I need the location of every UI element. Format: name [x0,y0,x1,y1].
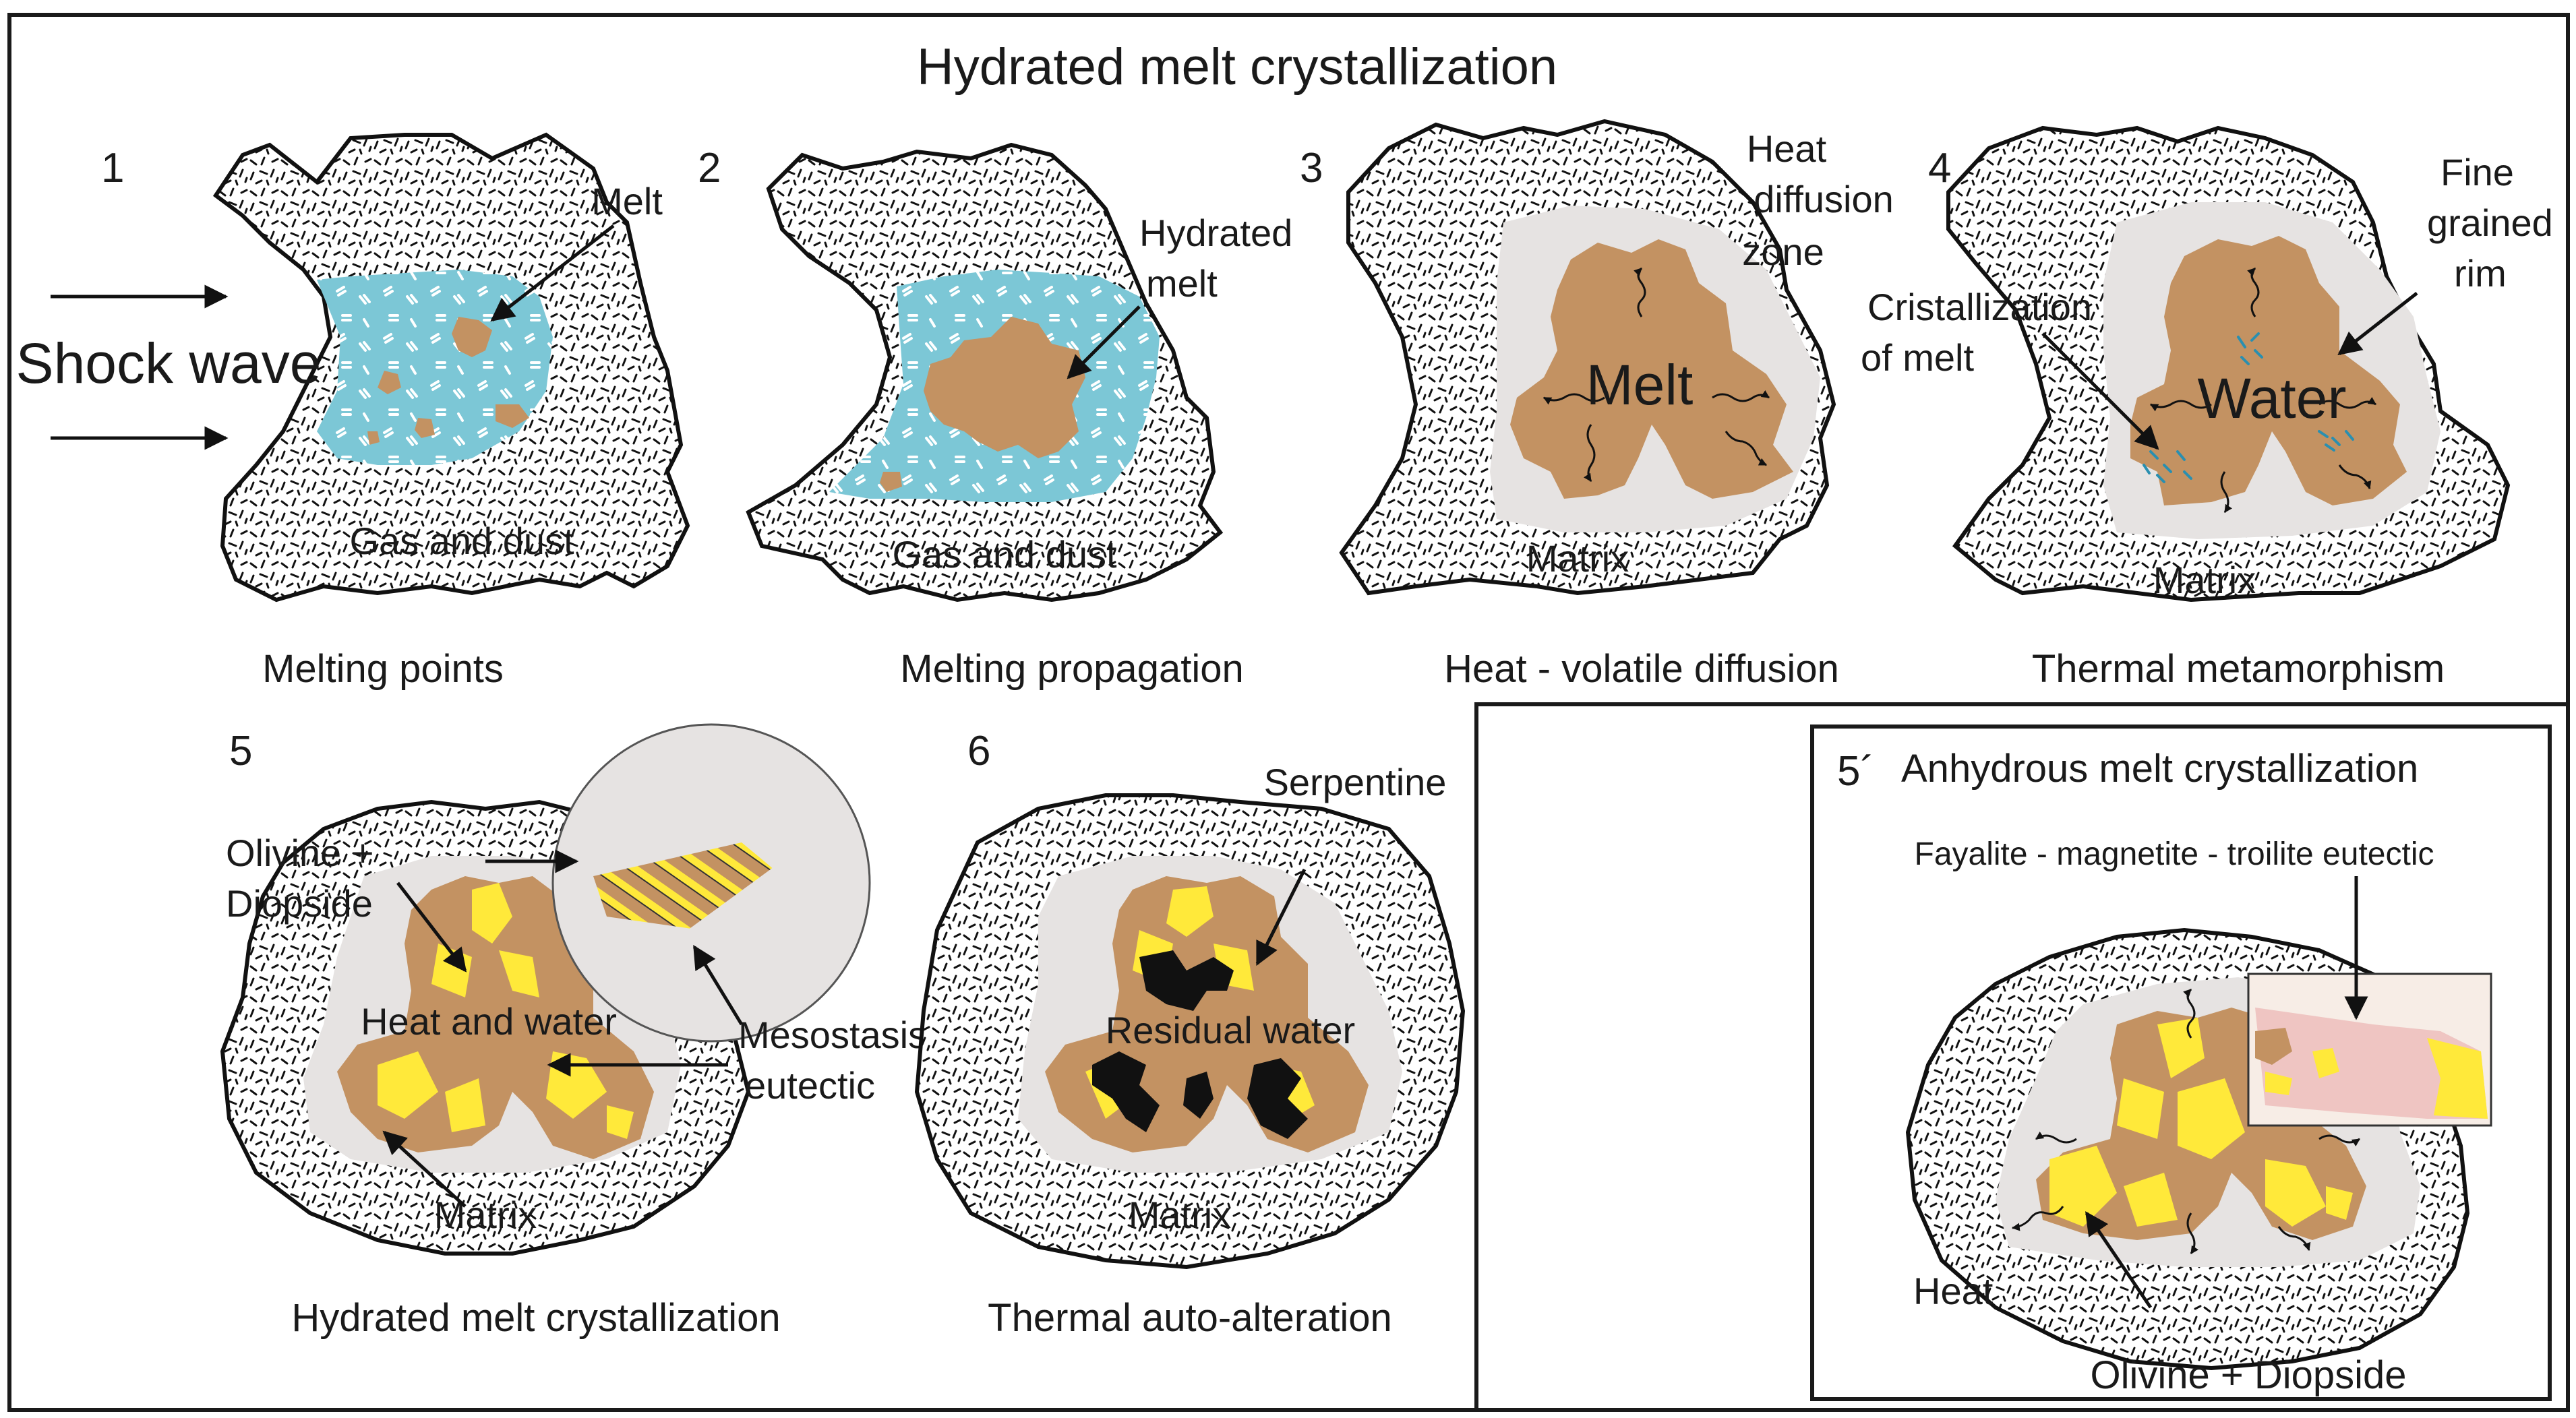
panel-4-rim-arrow [2337,292,2418,356]
panel-6-number: 6 [967,728,990,774]
panel-1-gas-dust: Gas and dust [349,520,574,562]
panel-5-matrix-label: Matrix [434,1194,537,1236]
panel-4-diffusion-arrows [2149,267,2376,513]
panel-5-olivine-2: Diopside [226,882,373,925]
panel-2-hydrated-melt: Hydrated [1139,212,1292,254]
panel-4-fine-rim-1: Fine [2440,151,2514,193]
panel-3-melt-label: Melt [1586,353,1694,417]
panel-3-matrix-label: Matrix [1526,537,1629,580]
panel-1-melt-arrow [490,224,615,322]
panel-4-number: 4 [1928,145,1951,191]
panel-5prime-crystals [2049,1018,2353,1227]
panel-5prime-caption: Anhydrous melt crystallization [1901,747,2418,791]
panel-5prime-eutectic: Fayalite - magnetite - troilite eutectic [1915,836,2434,872]
panel-2-number: 2 [698,145,721,191]
outer-frame [7,13,2570,1412]
panel-5-heat-water: Heat and water [361,1000,617,1043]
panel-2-caption: Melting propagation [900,647,1243,691]
panel-1-melt-points [367,317,529,445]
panel-5prime-olivine-arrow [2085,1211,2153,1309]
anhydrous-frame [1810,725,2552,1401]
panel-6-serpentine-label: Serpentine [1264,761,1447,803]
panel-4-fine-rim-3: rim [2454,252,2507,295]
panel-3: Melt 3 Heat diffusion zone Matrix Heat -… [1300,119,1894,691]
panel-5-olivine-1: Olivine + [226,832,373,874]
panel-3-heat-zone-3: zone [1742,230,1824,273]
panel-5-matrix-arrow [382,1130,467,1208]
panel-5-zoom-circle [551,723,871,1043]
panel-2-melt-spot [880,472,902,492]
panel-5prime-olivine: Olivine + Diopside [2090,1353,2406,1397]
panel-4-fine-rim-2: grained [2427,202,2553,244]
panel-3-heat-zone-1: Heat [1747,127,1827,170]
panel-3-number: 3 [1300,145,1323,191]
panel-6-serpentine [1092,950,1308,1139]
panel-5: 5 Olivine + Diopside Heat and water Meso… [220,723,927,1340]
panel-4-water-label: Water [2198,367,2347,430]
panel-5-zoom-arrow [692,945,744,1026]
panel-5-crystals [378,883,634,1139]
panel-2: 2 Hydrated melt Gas and dust Melting pro… [698,142,1292,691]
panel-5prime-diffusion-arrows [2011,988,2360,1254]
panel-4-matrix-label: Matrix [2153,559,2256,601]
panel-5-caption: Hydrated melt crystallization [291,1296,780,1340]
panel-3-diffusion-arrows [1542,267,1770,482]
panel-1: 1 Melt Shock wave Gas and dust Melting p… [16,132,690,691]
panel-3-melt [1510,239,1793,499]
panel-1-number: 1 [101,145,124,191]
panel-5prime: 5´ Anhydrous melt crystallization Fayali… [1837,747,2492,1397]
panel-4-cristallization-arrow [2041,332,2159,450]
main-title: Hydrated melt crystallization [917,38,1557,96]
panel-2-melt [924,317,1085,458]
panel-6-residual-water: Residual water [1106,1009,1355,1051]
panel-3-caption: Heat - volatile diffusion [1444,647,1839,691]
panel-5-number: 5 [229,728,252,774]
right-separator [1474,702,2568,1410]
panel-6-caption: Thermal auto-alteration [988,1296,1392,1340]
panel-6-serpentine-arrow [1255,868,1307,966]
panel-4-cristallization-1: Cristallization [1867,286,2092,328]
panel-4-caption: Thermal metamorphism [2032,647,2445,691]
panel-3-heat-zone-2: diffusion [1754,178,1894,220]
panel-5-mesostasis-2: eutectic [745,1064,875,1107]
panel-5-mesostasis-1: Mesostasis [738,1014,927,1056]
panel-2-gas-dust: Gas and dust [892,533,1117,576]
panel-6: 6 Serpentine Residual water Matrix Therm… [914,728,1466,1340]
panel-1-melt-label: Melt [591,180,663,222]
panel-4-cristallization-2: of melt [1861,336,1974,379]
panel-1-caption: Melting points [262,647,504,691]
panel-5prime-number: 5´ [1837,748,1874,795]
panel-4: Water 4 Fine grained rim Cristallization… [1861,125,2553,691]
panel-2-arrow [1067,305,1141,379]
panel-1-shock-wave: Shock wave [16,332,322,395]
panel-4-water-marks [2143,332,2354,483]
panel-5-olivine-arrow [396,882,467,973]
panel-5prime-heat: Heat [1913,1270,1994,1312]
panel-6-matrix-label: Matrix [1129,1194,1231,1236]
panel-5prime-inset [2247,973,2492,1127]
panel-2-hydrated-melt-2: melt [1146,262,1218,305]
panel-4-melt [2130,236,2407,505]
